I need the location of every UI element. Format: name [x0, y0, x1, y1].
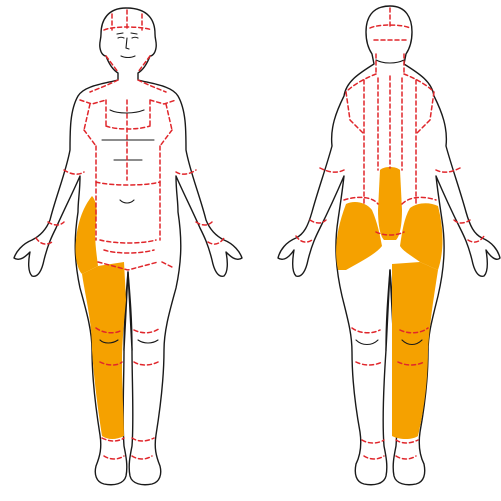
back-left-leg-posterior-highlight [392, 262, 438, 439]
back-body-outline [278, 6, 500, 485]
front-view [14, 8, 242, 485]
back-view [278, 6, 500, 485]
front-right-lower-leg-highlight [82, 262, 126, 439]
front-body-outline [14, 8, 242, 485]
back-sacral-midline-highlight [378, 167, 402, 240]
